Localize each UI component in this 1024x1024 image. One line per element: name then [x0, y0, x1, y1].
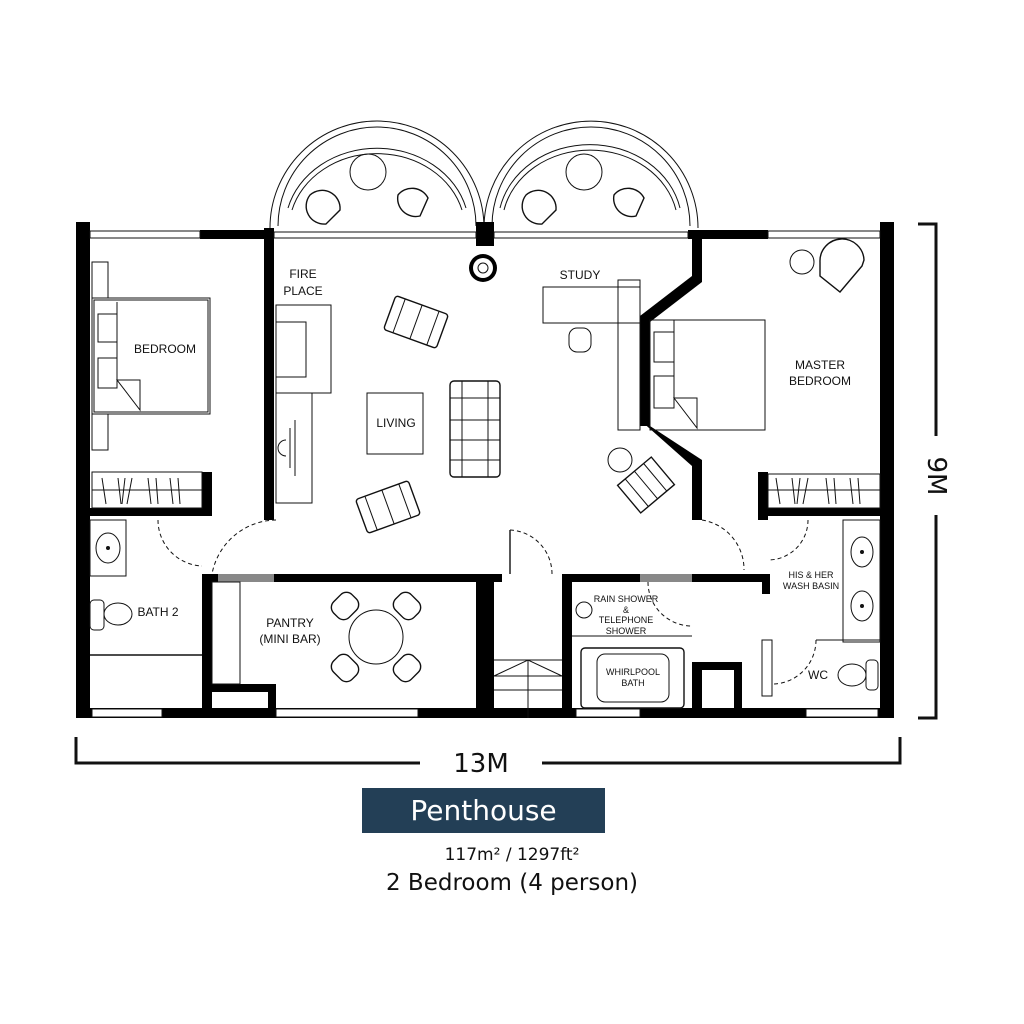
label-whirlpool-1: WHIRLPOOL — [606, 667, 660, 677]
dimension-width: 13M — [74, 737, 902, 779]
stair — [493, 659, 563, 718]
label-study: STUDY — [560, 268, 601, 282]
fireplace — [275, 304, 332, 504]
fire-column — [469, 254, 497, 282]
label-master-1: MASTER — [795, 358, 845, 372]
wardrobe-bedroom — [91, 471, 203, 509]
label-bedroom: BEDROOM — [134, 342, 196, 356]
wardrobe-master — [767, 473, 881, 509]
label-shower-1: RAIN SHOWER — [594, 594, 659, 604]
label-wc: WC — [808, 668, 828, 682]
plan-bedrooms: 2 Bedroom (4 person) — [385, 870, 638, 896]
balcony-left — [269, 120, 485, 229]
dimension-depth: 9M — [918, 222, 951, 720]
label-bath2: BATH 2 — [137, 605, 178, 619]
bed-bedroom — [91, 261, 211, 451]
master-bath-fixtures — [572, 519, 881, 709]
doors — [157, 519, 817, 685]
label-basin-1: HIS & HER — [788, 570, 834, 580]
dining-set — [211, 581, 422, 685]
label-fireplace-1: FIRE — [289, 267, 316, 281]
study-desk — [542, 279, 641, 431]
label-living: LIVING — [376, 416, 415, 430]
plan-area: 117m² / 1297ft² — [0, 845, 1024, 865]
label-whirlpool-2: BATH — [621, 678, 644, 688]
area-ft2: 1297ft² — [516, 845, 580, 865]
walls — [76, 222, 894, 718]
label-fireplace-2: PLACE — [283, 284, 322, 298]
label-shower-3: TELEPHONE — [599, 615, 654, 625]
bath2-fixtures — [89, 519, 202, 656]
label-master-2: BEDROOM — [789, 374, 851, 388]
windows — [89, 230, 881, 718]
label-pantry-1: PANTRY — [266, 616, 314, 630]
living-furniture — [355, 295, 501, 534]
area-separator: / — [500, 845, 517, 865]
depth-label: 9M — [921, 457, 951, 496]
label-basin-2: WASH BASIN — [783, 581, 839, 591]
plan-title: Penthouse — [410, 794, 557, 827]
label-shower-4: SHOWER — [606, 626, 647, 636]
width-label: 13M — [453, 749, 509, 779]
balcony-right — [483, 120, 699, 229]
label-shower-2: & — [623, 605, 629, 615]
area-m2: 117m² — [444, 845, 501, 865]
bed-master — [607, 238, 865, 514]
label-pantry-2: (MINI BAR) — [259, 632, 320, 646]
plan-title-banner: Penthouse — [362, 788, 605, 833]
